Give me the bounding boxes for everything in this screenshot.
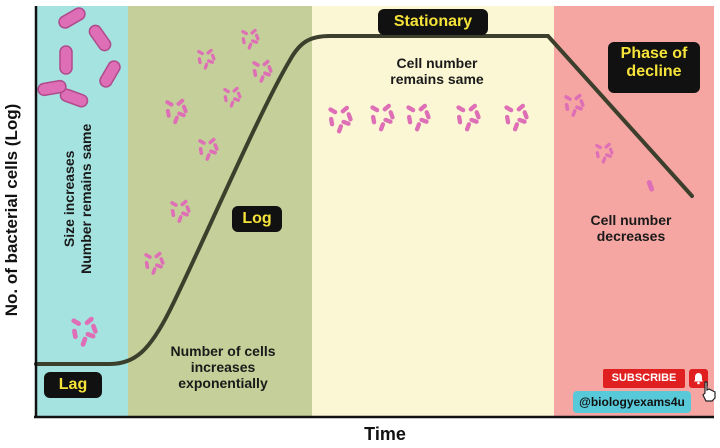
bacteria-cluster (71, 316, 98, 347)
bacteria-cluster (370, 103, 395, 132)
bacteria-cluster (144, 251, 165, 275)
bacterium-rod (37, 79, 67, 97)
bacteria-cluster (241, 28, 260, 50)
lag-note-line2: Number remains same (78, 123, 94, 274)
bacterium-cell (646, 180, 655, 192)
decline-note-line2: decreases (596, 228, 666, 245)
bacteria-cluster (564, 93, 585, 117)
bacteria-cluster (252, 59, 273, 83)
log-phase-note: Number of cells increases exponentially (138, 343, 308, 391)
log-phase-tag: Log (232, 206, 282, 232)
cursor-hand-icon (702, 381, 716, 402)
lag-phase-note: Size increases Number remains same (61, 89, 95, 309)
bacteria-cluster (406, 103, 431, 132)
bacteria-cluster (456, 103, 481, 132)
stationary-note-line1: Cell number (396, 55, 478, 71)
decline-tag-line1: Phase of (620, 45, 688, 62)
stationary-phase-tag: Stationary (378, 9, 488, 35)
decline-tag-line2: decline (626, 63, 682, 81)
bacteria-cluster (198, 137, 219, 161)
lag-phase-tag: Lag (44, 372, 102, 398)
lag-note-line1: Size increases (61, 150, 78, 248)
growth-curve (34, 34, 694, 366)
channel-handle: @biologyexams4u (573, 391, 691, 413)
stationary-note-line2: remains same (390, 71, 484, 88)
decline-note-line1: Cell number (590, 212, 672, 228)
bacteria-cluster (197, 48, 216, 70)
decline-phase-tag: Phase of decline (608, 42, 700, 93)
subscribe-button[interactable]: SUBSCRIBE (603, 369, 685, 388)
bacteria-cluster (504, 103, 529, 132)
stationary-phase-note: Cell number remains same (352, 55, 522, 87)
bacteria-cluster (170, 199, 191, 223)
x-axis-label: Time (364, 424, 406, 444)
y-axis-label: No. of bacterial cells (Log) (2, 103, 21, 317)
log-note-line1: Number of cells (170, 343, 276, 359)
bell-icon[interactable] (689, 369, 708, 388)
bacterium-rod (88, 24, 112, 52)
bacteria-cluster (223, 86, 242, 108)
stationary-phase-band (312, 6, 554, 416)
log-note-line2: increases (190, 359, 256, 376)
bacteria-cluster (165, 98, 188, 125)
bacterium-rod (58, 7, 86, 29)
log-note-line3: exponentially (178, 375, 268, 392)
bacteria-cluster (328, 105, 353, 134)
bacteria-cluster (595, 142, 614, 164)
decline-phase-note: Cell number decreases (566, 212, 696, 244)
bacterium-rod (59, 45, 73, 75)
bacterium-rod (99, 60, 121, 88)
bacteria-illustrations (37, 7, 655, 347)
